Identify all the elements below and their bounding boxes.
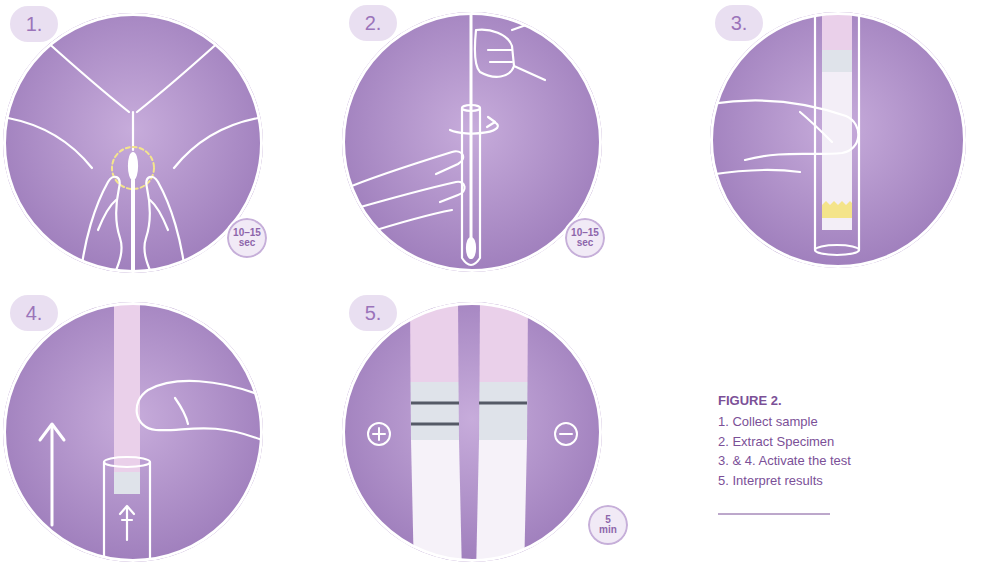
step-disc: 3. [710, 12, 966, 268]
step-tab: 1. [7, 3, 61, 45]
step-disc: 1. 10–15 sec [3, 13, 263, 273]
step-description: 2. Extract Specimen [718, 432, 851, 452]
step-disc: 2. 10–15 sec [342, 12, 602, 272]
step-number: 2. [365, 12, 382, 35]
step-tab: 4. [7, 292, 61, 334]
timer-badge: 5 min [586, 503, 630, 547]
step-disc: 4. [3, 302, 263, 562]
collect-illustration [8, 40, 258, 280]
step-number: 3. [731, 12, 748, 35]
step-disc: 5.5 min [342, 302, 602, 562]
step-description: 3. & 4. Activate the test [718, 451, 851, 471]
disc-outline [342, 302, 602, 562]
step-description: 5. Interpret results [718, 471, 851, 491]
step-number: 4. [26, 302, 43, 325]
timer-badge: 10–15 sec [563, 216, 607, 260]
extract-illustration [342, 8, 545, 265]
result-symbols [368, 423, 577, 445]
timer-text: 10–15 sec [569, 228, 601, 249]
caption-rule [718, 514, 830, 515]
activate-illustration [40, 300, 262, 570]
results-illustration [410, 295, 528, 574]
strip-illustration [705, 10, 859, 255]
timer-text: 10–15 sec [231, 228, 263, 249]
disc-outline [710, 12, 966, 268]
step-number: 1. [26, 13, 43, 36]
disc-outline [3, 302, 263, 562]
timer-text: 5 min [597, 515, 619, 536]
step-number: 5. [365, 302, 382, 325]
step-tab: 2. [346, 2, 400, 44]
step-tab: 3. [712, 2, 766, 44]
figure-title: FIGURE 2. [718, 393, 851, 408]
step-tab: 5. [346, 292, 400, 334]
disc-outline [3, 13, 263, 273]
timer-badge: 10–15 sec [225, 216, 269, 260]
step-description: 1. Collect sample [718, 412, 851, 432]
figure-caption: FIGURE 2. 1. Collect sample2. Extract Spe… [718, 393, 851, 490]
